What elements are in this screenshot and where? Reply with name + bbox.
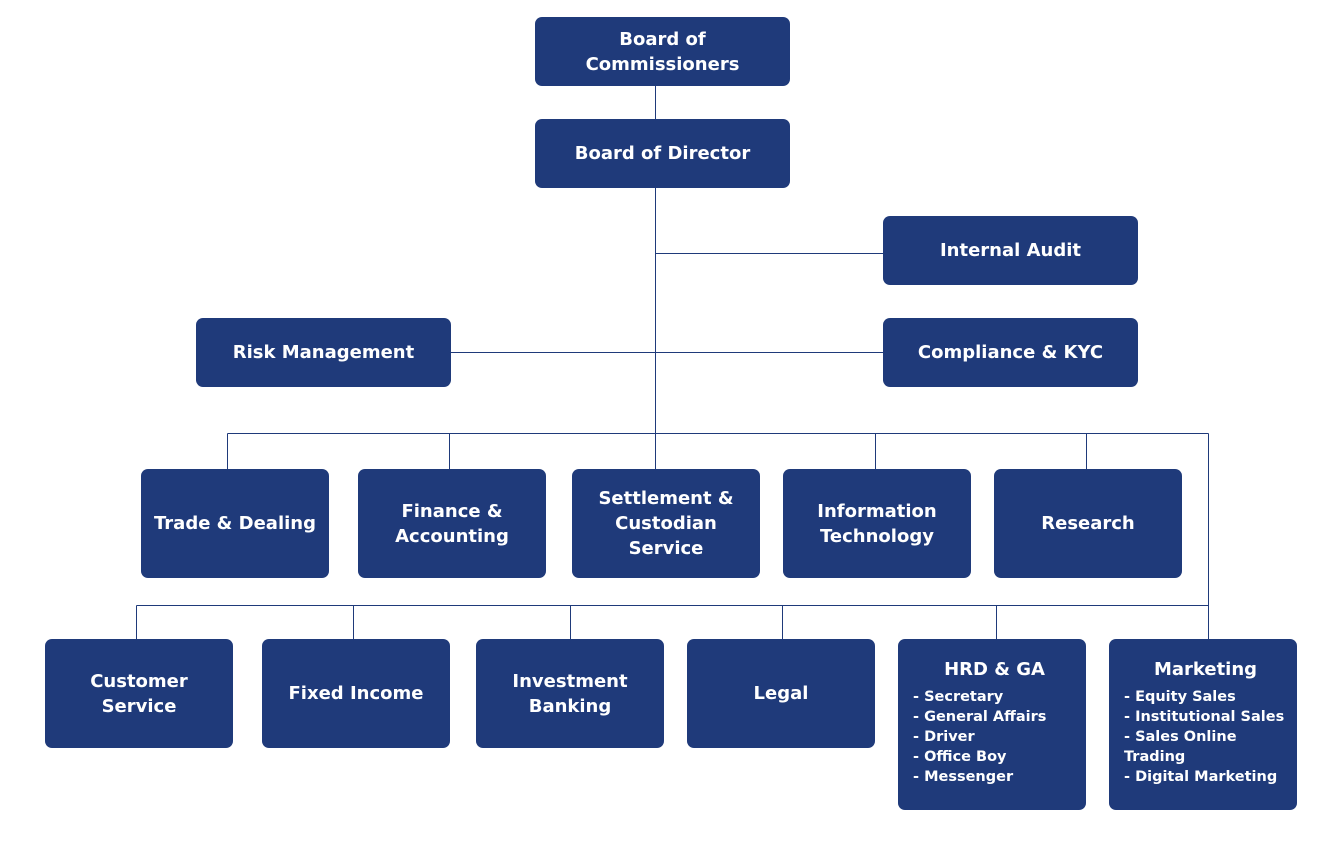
- node-label: Information Technology: [817, 500, 937, 547]
- node-risk-management: Risk Management: [196, 318, 451, 387]
- node-label: Research: [1041, 513, 1135, 534]
- node-legal: Legal: [687, 639, 875, 748]
- node-label: Board of Director: [574, 143, 751, 164]
- node-label: Marketing: [1153, 659, 1258, 680]
- list-item: - General Affairs: [913, 709, 1047, 725]
- node-settlement-custodian: Settlement & Custodian Service: [572, 469, 760, 578]
- node-research: Research: [994, 469, 1182, 578]
- node-label: Finance & Accounting: [395, 500, 509, 547]
- node-customer-service: Customer Service: [45, 639, 233, 748]
- node-compliance-kyc: Compliance & KYC: [883, 318, 1138, 387]
- node-label: Board of Commissioners: [585, 28, 740, 75]
- node-internal-audit: Internal Audit: [883, 216, 1138, 285]
- node-label: Risk Management: [232, 342, 415, 363]
- node-label: Customer Service: [90, 670, 188, 717]
- hrd-ga-subunits: - Secretary - General Affairs - Driver -…: [913, 687, 1076, 787]
- node-label: Settlement & Custodian Service: [598, 488, 734, 559]
- list-item: - Digital Marketing: [1124, 769, 1278, 785]
- list-item: - Equity Sales: [1124, 689, 1236, 705]
- node-label: Compliance & KYC: [917, 342, 1104, 363]
- node-label: Investment Banking: [512, 670, 628, 717]
- node-label: Internal Audit: [939, 240, 1081, 261]
- marketing-subunits: - Equity Sales - Institutional Sales - S…: [1124, 687, 1287, 787]
- node-label: Legal: [753, 683, 809, 704]
- list-item: - Sales Online Trading: [1124, 729, 1237, 765]
- node-marketing: Marketing - Equity Sales - Institutional…: [1109, 639, 1297, 810]
- node-label: Fixed Income: [288, 683, 424, 704]
- node-trade-dealing: Trade & Dealing: [141, 469, 329, 578]
- list-item: - Institutional Sales: [1124, 709, 1285, 725]
- node-board-of-commissioners: Board of Commissioners: [535, 17, 790, 86]
- list-item: - Messenger: [913, 769, 1014, 785]
- node-board-of-director: Board of Director: [535, 119, 790, 188]
- node-label: HRD & GA: [944, 659, 1045, 680]
- list-item: - Secretary: [913, 689, 1004, 705]
- node-fixed-income: Fixed Income: [262, 639, 450, 748]
- list-item: - Office Boy: [913, 749, 1007, 765]
- node-finance-accounting: Finance & Accounting: [358, 469, 546, 578]
- node-label: Trade & Dealing: [154, 513, 316, 534]
- node-information-technology: Information Technology: [783, 469, 971, 578]
- node-investment-banking: Investment Banking: [476, 639, 664, 748]
- list-item: - Driver: [913, 729, 975, 745]
- node-hrd-ga: HRD & GA - Secretary - General Affairs -…: [898, 639, 1086, 810]
